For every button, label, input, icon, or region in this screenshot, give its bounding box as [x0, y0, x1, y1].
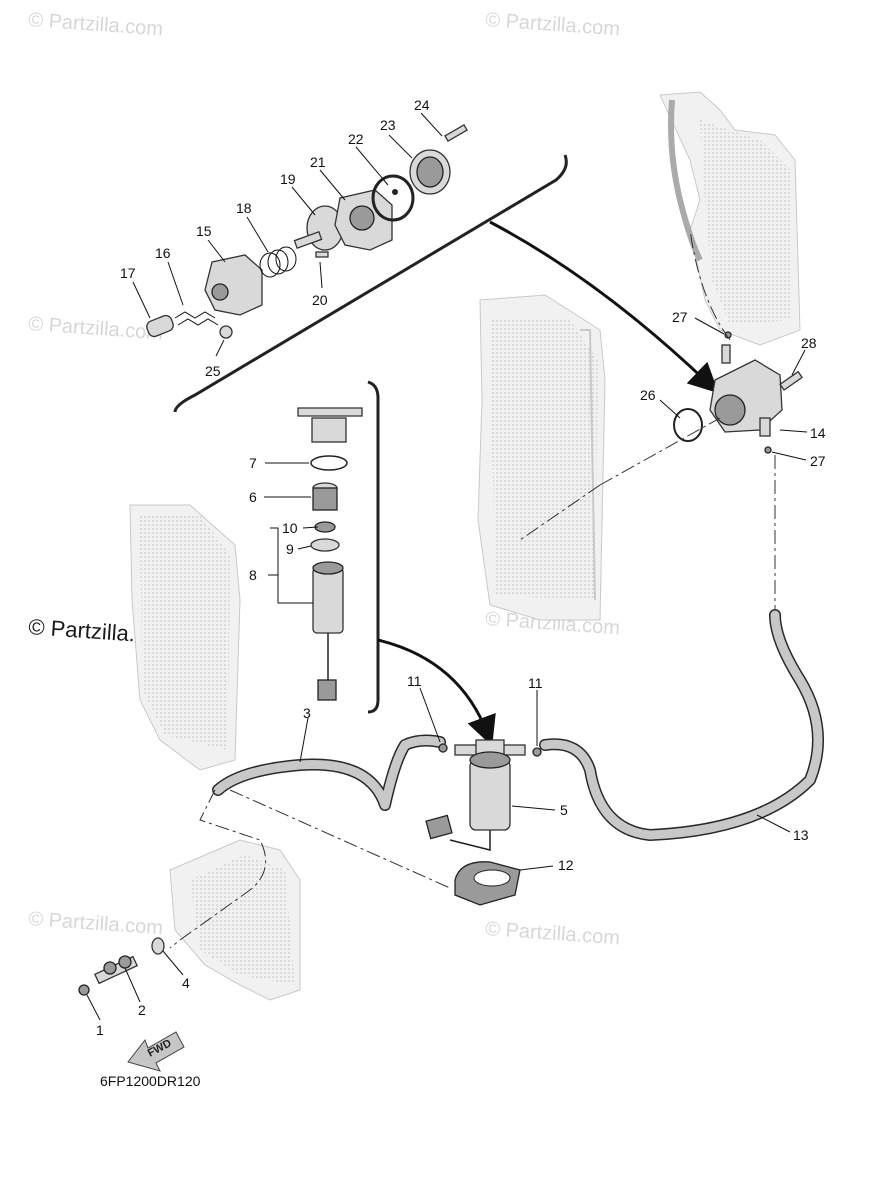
pump-body [204, 254, 263, 316]
assembly-arrow-filter [377, 638, 496, 747]
callout-16: 16 [155, 245, 171, 261]
callouts: 24 23 22 21 19 18 15 16 17 20 25 27 28 2… [96, 97, 826, 1038]
callout-5: 5 [560, 802, 568, 818]
callout-2: 2 [138, 1002, 146, 1018]
watermark: © Partzilla.com [28, 9, 164, 40]
watermark: © Partzilla.com [28, 908, 164, 939]
filter-cup [312, 561, 344, 701]
float [310, 538, 340, 552]
connector-fitting [93, 955, 139, 985]
filter-head [297, 407, 363, 443]
callout-4: 4 [182, 975, 190, 991]
callout-27-upper: 27 [672, 309, 688, 325]
routing-line [229, 789, 451, 889]
screw [444, 124, 468, 142]
diaphragm-plunger [293, 205, 344, 251]
callout-23: 23 [380, 117, 396, 133]
routing-line [599, 417, 721, 486]
o-ring [310, 455, 348, 471]
assembly-arrow-pump [489, 220, 719, 394]
routing-line [169, 789, 267, 949]
callout-28: 28 [801, 335, 817, 351]
gasket [371, 174, 415, 222]
callout-10: 10 [282, 520, 298, 536]
engine-block-top-right [659, 91, 801, 346]
callout-25: 25 [205, 363, 221, 379]
callout-12: 12 [558, 857, 574, 873]
callout-14: 14 [810, 425, 826, 441]
relief-spring [174, 311, 219, 326]
exploded-view-frame-bracket [367, 380, 380, 714]
callout-18: 18 [236, 200, 252, 216]
fwd-arrow-icon: FWD [127, 1031, 185, 1072]
engine-block-center [477, 294, 606, 621]
callout-24: 24 [414, 97, 430, 113]
diagram-code: 6FP1200DR120 [100, 1073, 201, 1089]
callout-17: 17 [120, 265, 136, 281]
washer [151, 937, 165, 955]
diaphragm-spring [259, 246, 297, 278]
callout-11-left: 11 [407, 673, 422, 689]
callout-21: 21 [310, 154, 326, 170]
callout-26: 26 [640, 387, 656, 403]
callout-7: 7 [249, 455, 257, 471]
cover-plate [409, 149, 451, 195]
callout-22: 22 [348, 131, 364, 147]
plug-sleeve [146, 314, 174, 338]
exploded-view-frame [173, 154, 568, 413]
callout-13: 13 [793, 827, 809, 843]
engine-lower-housing [169, 839, 301, 1001]
callout-15: 15 [196, 223, 212, 239]
hose-clip [438, 743, 448, 753]
filter-element [312, 482, 338, 511]
o-ring-pump [673, 408, 703, 442]
pin [315, 251, 329, 258]
screw-fitting [78, 984, 90, 996]
pump-cover [334, 189, 393, 251]
callout-11-right: 11 [528, 675, 543, 691]
fuel-filter-assembly [425, 739, 526, 851]
hose-clip [532, 747, 542, 757]
callout-20: 20 [312, 292, 328, 308]
watermark: © Partzilla.com [28, 313, 164, 344]
callout-19: 19 [280, 171, 296, 187]
routing-line [689, 229, 731, 341]
leader-lines [86, 112, 808, 1021]
watermark: © Partzilla.com [485, 9, 621, 40]
nut [219, 325, 233, 339]
callout-1: 1 [96, 1022, 104, 1038]
fuel-pump-assembly [709, 344, 783, 437]
clip-lower [764, 446, 772, 454]
callout-6: 6 [249, 489, 257, 505]
fuel-hose-13 [539, 609, 824, 841]
pump-bolt [779, 370, 804, 391]
routing-line [519, 484, 601, 541]
callout-8: 8 [249, 567, 257, 583]
fuel-hose-3 [212, 734, 446, 811]
filter-bracket [454, 861, 521, 906]
callout-9: 9 [286, 541, 294, 557]
callout-27-lower: 27 [810, 453, 826, 469]
engine-block-left [129, 504, 241, 771]
callout-3: 3 [303, 705, 311, 721]
watermark: © Partzilla.com [485, 918, 621, 949]
